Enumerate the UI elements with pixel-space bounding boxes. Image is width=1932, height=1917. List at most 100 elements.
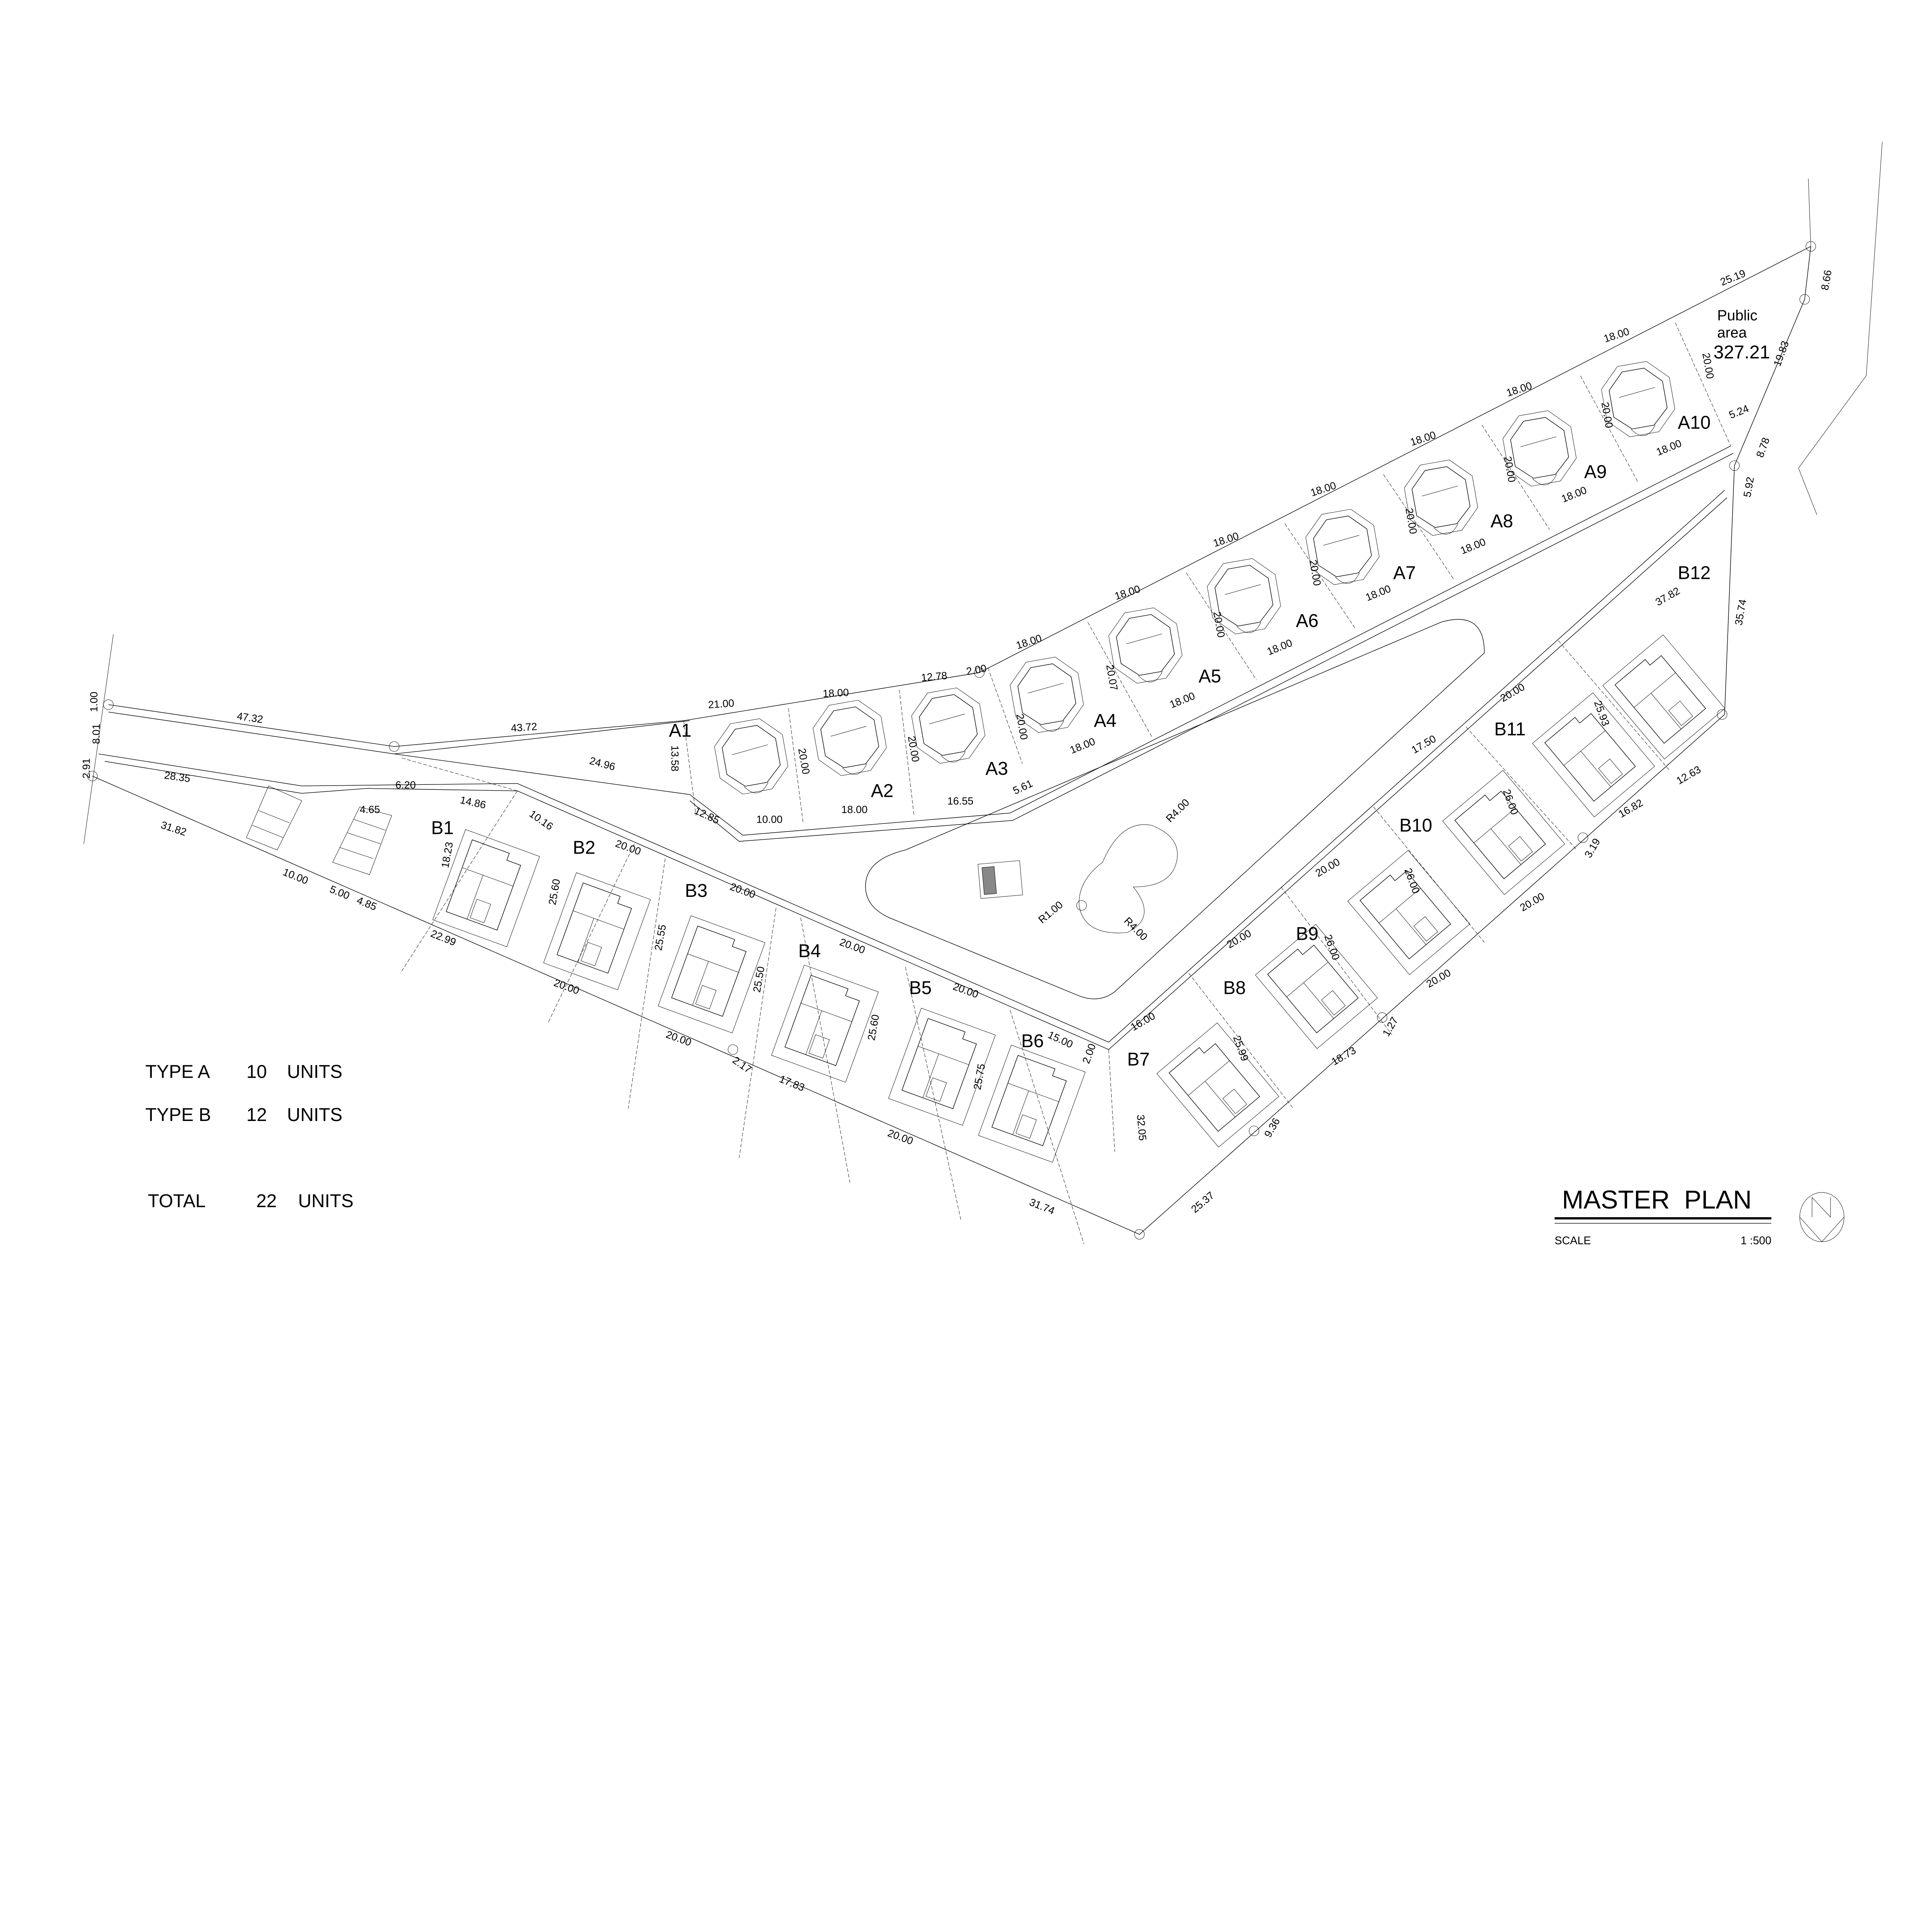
survey-markers	[87, 241, 1816, 1240]
dimension-label: 10.00	[281, 866, 310, 886]
dimension-label: 25.50	[750, 965, 767, 993]
pond-marker	[1076, 900, 1087, 911]
dimension-label: 20.00	[1424, 966, 1453, 990]
dimension-label: 5.92	[1741, 476, 1757, 498]
lot-divider	[1281, 887, 1392, 1035]
lot-divider	[1558, 640, 1670, 770]
dimension-label: 47.32	[236, 710, 264, 725]
sala-pavilion-inner	[981, 866, 997, 895]
dimension-label: 18.00	[1265, 636, 1294, 657]
dimension-label: 19.83	[1771, 339, 1791, 368]
parking-bays	[246, 786, 392, 875]
dimension-label: 26.00	[1322, 933, 1342, 961]
dimension-label: 18.00	[822, 686, 849, 700]
dimension-label: 25.60	[546, 878, 562, 906]
house-type-b	[771, 964, 879, 1083]
scale-label: SCALE	[1554, 1235, 1591, 1247]
house-type-b	[978, 1044, 1086, 1163]
legend-type-b-count: 12	[247, 1105, 267, 1125]
lot-label-b8: B8	[1223, 978, 1246, 998]
title-block: MASTER PLAN SCALE 1 :500	[1554, 1185, 1844, 1247]
house-type-a	[1601, 361, 1675, 437]
house-type-b	[1156, 1022, 1279, 1148]
lot-label-a7: A7	[1393, 563, 1416, 583]
road-edge-a	[98, 490, 1725, 1043]
legend-total-unit: UNITS	[298, 1191, 353, 1211]
dimension-label: 17.50	[1409, 733, 1438, 756]
dimension-label: 25.55	[652, 924, 668, 951]
dimension-label: 20.00	[1599, 401, 1615, 429]
dimension-label: 8.01	[90, 724, 102, 744]
dimension-label: 18.00	[841, 803, 867, 815]
dimension-label: 16.82	[1616, 796, 1645, 820]
lot-label-b12: B12	[1678, 563, 1711, 583]
site-linework	[83, 141, 1883, 1245]
lot-divider	[739, 908, 776, 1158]
landscape-island	[865, 619, 1485, 999]
dimension-label: 24.96	[588, 754, 616, 772]
dimension-label: R1.00	[1036, 898, 1065, 925]
public-area-label: Public area 327.21	[1713, 307, 1770, 363]
dimension-label: 20.00	[1014, 713, 1030, 741]
lot-label-b7: B7	[1127, 1050, 1150, 1070]
dimension-label: 18.73	[1329, 1044, 1358, 1068]
drawing-title: MASTER PLAN	[1562, 1185, 1752, 1214]
dimension-label: 2.00	[1080, 1042, 1098, 1065]
dimension-label: 16.55	[947, 795, 974, 807]
lot-dividers	[400, 323, 1731, 1245]
dimension-label: 18.00	[1168, 690, 1196, 711]
house-type-b	[1347, 850, 1470, 975]
dimension-label: 8.66	[1818, 269, 1834, 291]
dimension-label: 10.16	[527, 808, 555, 832]
house-type-a	[1108, 607, 1182, 684]
dimension-label: 20.00	[951, 980, 980, 1000]
dimension-label: 8.78	[1754, 436, 1772, 459]
dimension-label: 18.00	[1113, 583, 1142, 602]
lot-label-a8: A8	[1490, 511, 1513, 531]
dimension-label: 18.00	[1459, 536, 1487, 556]
site-boundary-northeast	[1808, 179, 1811, 247]
dimension-label: 1.00	[88, 692, 100, 712]
lot-label-a6: A6	[1296, 611, 1318, 631]
house-type-a	[714, 718, 788, 794]
house-type-a	[1207, 558, 1281, 634]
legend-type-b: TYPE B	[145, 1105, 211, 1125]
house-type-a	[1305, 509, 1379, 585]
house-type-a	[1010, 657, 1084, 733]
dimension-label: 25.37	[1189, 1189, 1216, 1215]
dimension-label: 5.61	[1011, 777, 1034, 796]
dimension-label: 14.86	[459, 794, 487, 811]
dimension-label: 20.00	[614, 837, 643, 857]
dimension-label: 16.00	[1128, 1010, 1157, 1033]
legend-type-b-unit: UNITS	[287, 1105, 342, 1125]
dimension-label: 37.82	[1653, 585, 1682, 608]
dimension-label: 10.00	[756, 813, 782, 825]
dimension-label: 20.00	[552, 976, 581, 997]
dimension-label: 20.00	[1518, 890, 1546, 914]
dimension-label: 17.83	[778, 1073, 806, 1094]
dimension-label: 15.00	[1046, 1029, 1075, 1051]
lot-divider	[788, 708, 804, 823]
lot-label-b3: B3	[685, 881, 707, 901]
house-type-a	[911, 687, 985, 764]
dimension-label: 25.99	[1231, 1034, 1251, 1063]
dimension-label: 2.17	[730, 1054, 754, 1076]
dimension-label: R4.00	[1163, 796, 1192, 825]
lot-divider	[1466, 726, 1577, 850]
house-type-a	[813, 700, 887, 776]
dimension-label: 20.00	[1403, 507, 1420, 535]
lot-label-a2: A2	[871, 781, 893, 801]
dimension-label: 43.72	[510, 720, 537, 734]
lot-label-b10: B10	[1400, 815, 1432, 836]
lot-label-b5: B5	[909, 978, 932, 998]
dimension-label: 2.00	[965, 662, 987, 677]
lot-divider	[905, 967, 961, 1220]
road-edge-c	[394, 446, 1731, 836]
dimension-label: 31.82	[160, 819, 188, 838]
house-type-b	[432, 829, 540, 947]
dimension-label: 22.99	[429, 927, 457, 948]
dimension-label: 20.00	[1307, 559, 1323, 587]
dimension-label: 20.00	[1502, 455, 1518, 483]
lot-label-a1: A1	[669, 720, 691, 741]
public-area-line1: Public	[1717, 307, 1757, 324]
